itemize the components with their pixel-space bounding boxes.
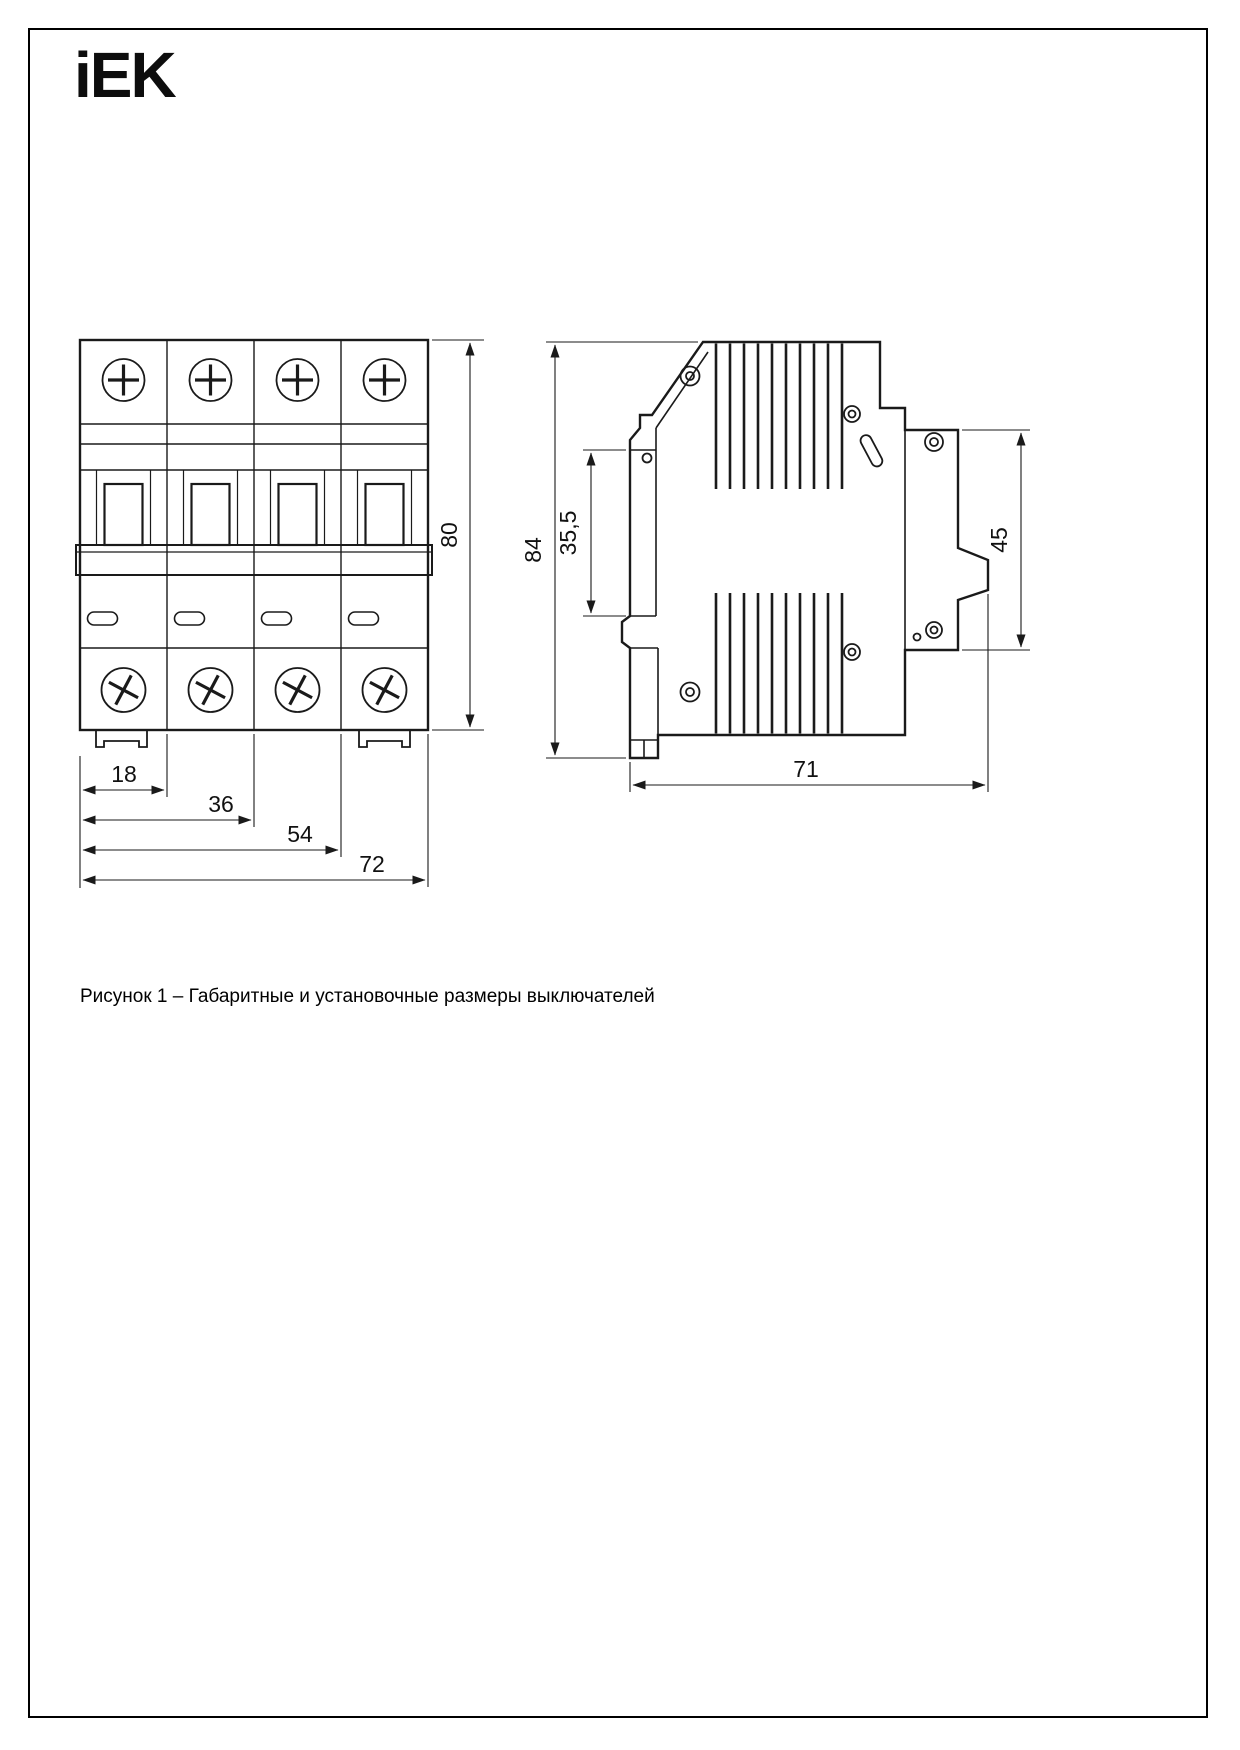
front-view	[75, 338, 433, 748]
dim-label-36: 36	[208, 791, 234, 817]
toggle-handle	[364, 482, 405, 547]
screw-icon	[362, 358, 407, 402]
dim-label-35-5: 35,5	[555, 511, 581, 556]
dim-label-84: 84	[520, 537, 546, 563]
dim-label-80: 80	[436, 522, 462, 548]
marking-windows	[86, 611, 380, 626]
rivet-icon	[912, 632, 922, 642]
side-dimensions: 84 35,5 45 71	[520, 341, 1030, 792]
side-inner-lines	[630, 351, 906, 758]
oval-window	[347, 611, 380, 626]
screw-icon	[274, 667, 321, 713]
screw-icon	[100, 667, 147, 713]
iek-logo: iEK	[74, 39, 177, 111]
breaker-body-side	[620, 340, 990, 760]
bottom-screws	[100, 667, 408, 713]
rivet-icon	[679, 365, 701, 387]
rivet-icon	[641, 452, 653, 464]
toggle-handle	[277, 482, 318, 547]
screw-icon	[188, 358, 233, 402]
figure-caption: Рисунок 1 – Габаритные и установочные ра…	[80, 986, 655, 1007]
rivet-icon	[843, 643, 861, 661]
screw-icon	[361, 667, 408, 713]
rivet-icon	[925, 621, 943, 639]
toggle-handle	[103, 482, 144, 547]
top-screws	[101, 358, 407, 402]
oval-window	[173, 611, 206, 626]
screw-icon	[275, 358, 320, 402]
din-clip	[95, 730, 148, 748]
side-view	[620, 340, 990, 760]
toggle-handle	[190, 482, 231, 547]
screw-icon	[187, 667, 234, 713]
dim-label-71: 71	[793, 756, 819, 782]
rivets	[641, 365, 944, 703]
oval-window	[260, 611, 293, 626]
technical-drawing: 80 18 36 54 72	[75, 338, 1030, 888]
rivet-icon	[679, 681, 701, 703]
dim-label-54: 54	[287, 821, 313, 847]
rivet-icon	[924, 432, 944, 452]
screw-icon	[101, 358, 146, 402]
dim-label-18: 18	[111, 761, 137, 787]
din-clip	[358, 730, 411, 748]
dim-label-72: 72	[359, 851, 385, 877]
oval-window	[86, 611, 119, 626]
vent-hatching	[714, 343, 844, 734]
curved-slot	[859, 434, 884, 468]
rivet-icon	[843, 405, 861, 423]
dim-label-45: 45	[986, 527, 1012, 553]
front-dimensions: 80 18 36 54 72	[79, 339, 484, 888]
front-band	[75, 544, 433, 576]
band-strip	[75, 544, 433, 576]
